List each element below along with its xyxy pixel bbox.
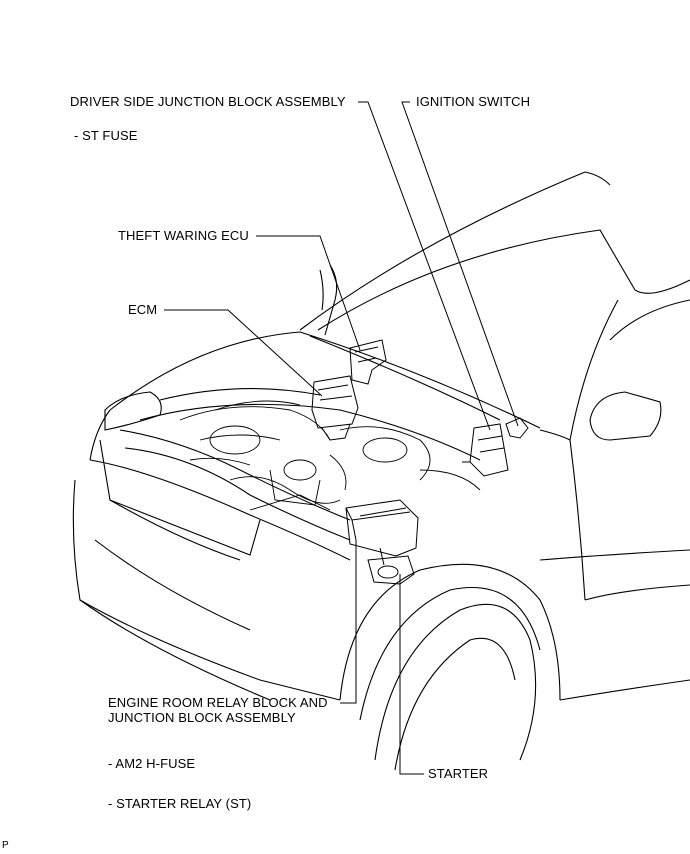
- label-engine-room-relay-line2: JUNCTION BLOCK ASSEMBLY: [108, 710, 296, 725]
- leader-driver-junction-block: [358, 101, 491, 431]
- corner-code: P: [2, 840, 9, 851]
- ecm-component: [311, 375, 359, 441]
- label-ecm: ECM: [128, 302, 158, 317]
- label-ignition-switch: IGNITION SWITCH: [416, 94, 531, 109]
- theft-warning-ecu-component: [349, 339, 387, 385]
- starter-component: [367, 555, 415, 585]
- engine-bay-detail: [179, 400, 481, 511]
- leader-starter: [399, 574, 424, 775]
- label-st-fuse: - ST FUSE: [74, 128, 138, 143]
- label-theft-warning-ecu: THEFT WARING ECU: [118, 228, 249, 243]
- leader-theft-warning-ecu: [256, 235, 361, 351]
- leader-engine-room-relay-block: [340, 540, 357, 704]
- driver-junction-block-component: [462, 423, 509, 477]
- label-starter: STARTER: [428, 766, 489, 781]
- label-engine-room-relay-line1: ENGINE ROOM RELAY BLOCK AND: [108, 695, 328, 710]
- leader-lines: [164, 101, 519, 775]
- engine-room-relay-block-component: [345, 499, 419, 566]
- ignition-switch-component: [505, 417, 529, 439]
- vehicle-body-outline: [72, 171, 690, 771]
- label-driver-side-junction-block: DRIVER SIDE JUNCTION BLOCK ASSEMBLY: [70, 94, 346, 109]
- label-am2-h-fuse: - AM2 H-FUSE: [108, 756, 196, 771]
- leader-ignition-switch: [401, 101, 519, 427]
- label-starter-relay: - STARTER RELAY (ST): [108, 796, 252, 811]
- leader-ecm: [164, 309, 323, 397]
